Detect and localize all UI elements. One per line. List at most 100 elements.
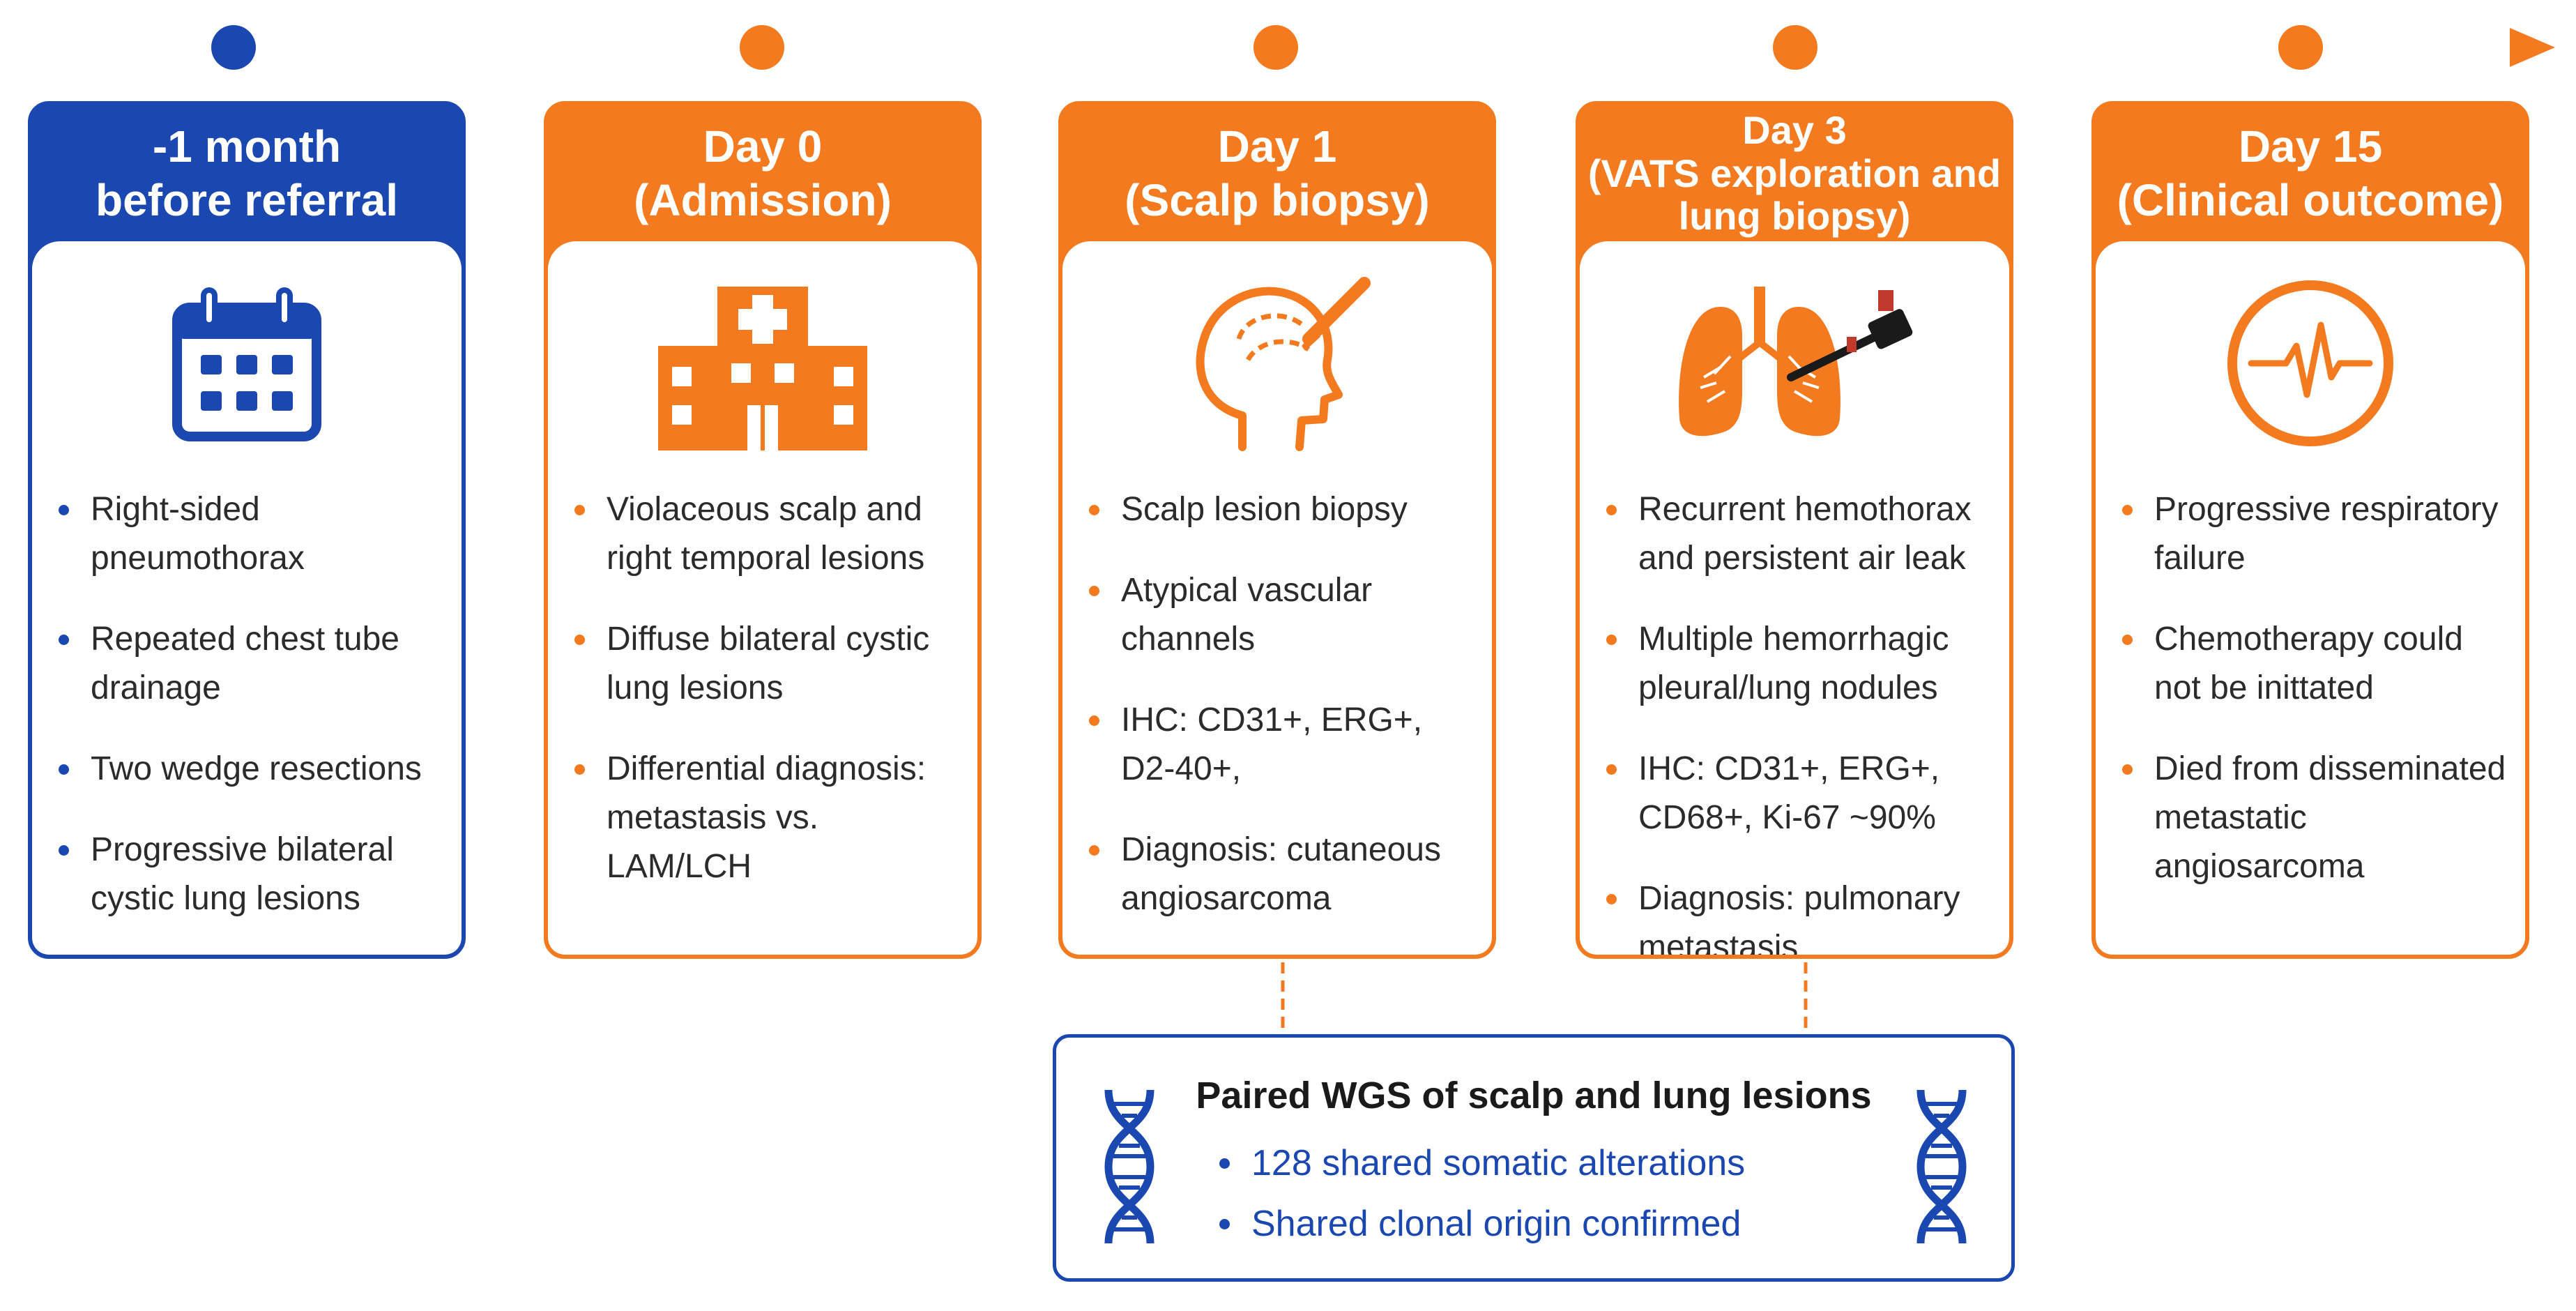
finding-text: Recurrent hemothorax and persistent air … xyxy=(1638,491,1972,577)
stage-header-text: Day 1 (Scalp biopsy) xyxy=(1125,121,1430,225)
bullet-icon xyxy=(1606,894,1617,904)
finding-text: Progressive bilateral cystic lung lesion… xyxy=(91,831,394,917)
heartbeat-icon xyxy=(2227,280,2393,446)
finding-text: Differential diagnosis: metastasis vs. L… xyxy=(607,750,927,885)
bullet-icon xyxy=(574,764,585,775)
bullet-icon xyxy=(1089,715,1099,726)
stage-header: Day 1 (Scalp biopsy) xyxy=(1062,105,1492,241)
bullet-icon xyxy=(1089,505,1099,515)
finding-item: Multiple hemorrhagic pleural/lung nodule… xyxy=(1601,615,1999,713)
finding-item: Differential diagnosis: metastasis vs. L… xyxy=(569,745,967,891)
bullet-icon xyxy=(2122,764,2133,775)
stage-body: Right-sided pneumothorax Repeated chest … xyxy=(32,241,462,955)
lungs-thoracoscope-icon xyxy=(1679,287,1913,437)
finding-item: IHC: CD31+, ERG+, D2-40+, xyxy=(1083,696,1481,794)
stage-findings-list: Violaceous scalp and right temporal lesi… xyxy=(569,485,967,923)
bullet-icon xyxy=(1606,635,1617,645)
bullet-icon xyxy=(1606,764,1617,775)
stage-card-day-0: Day 0 (Admission) Violaceous scalp and r… xyxy=(544,101,982,959)
stage-findings-list: Scalp lesion biopsy Atypical vascular ch… xyxy=(1083,485,1481,955)
wgs-finding-item: Shared clonal origin confirmed xyxy=(1210,1203,1745,1245)
stage-card-day-3: Day 3 (VATS exploration and lung biopsy)… xyxy=(1576,101,2013,959)
finding-item: Progressive bilateral cystic lung lesion… xyxy=(53,826,451,923)
timeline-node xyxy=(1253,25,1298,70)
hospital-icon xyxy=(658,287,867,450)
finding-item: Progressive respiratory failure xyxy=(2117,485,2515,583)
stage-findings-list: Recurrent hemothorax and persistent air … xyxy=(1601,485,1999,959)
stage-findings-list: Right-sided pneumothorax Repeated chest … xyxy=(53,485,451,955)
stage-header: Day 0 (Admission) xyxy=(548,105,977,241)
dna-icon xyxy=(1916,1089,1967,1244)
wgs-findings-list: 128 shared somatic alterations Shared cl… xyxy=(1210,1142,1745,1264)
bullet-icon xyxy=(2122,505,2133,515)
stage-header: Day 3 (VATS exploration and lung biopsy) xyxy=(1580,105,2009,241)
finding-item: Chemotherapy could not be inittated xyxy=(2117,615,2515,713)
bullet-icon xyxy=(59,505,69,515)
stage-header-text: -1 month before referral xyxy=(96,121,398,225)
wgs-title: Paired WGS of scalp and lung lesions xyxy=(1196,1075,1872,1116)
stage-card-day-15: Day 15 (Clinical outcome) Progressive re… xyxy=(2091,101,2529,959)
stage-header: Day 15 (Clinical outcome) xyxy=(2096,105,2525,241)
wgs-finding-text: 128 shared somatic alterations xyxy=(1251,1143,1746,1183)
bullet-icon xyxy=(1089,845,1099,856)
finding-text: Atypical vascular channels xyxy=(1121,572,1373,658)
stage-body: Progressive respiratory failure Chemothe… xyxy=(2096,241,2525,955)
wgs-summary-box: Paired WGS of scalp and lung lesions 128… xyxy=(1053,1034,2015,1282)
finding-item: Repeated chest tube drainage xyxy=(53,615,451,713)
bullet-icon xyxy=(59,845,69,856)
finding-item: Scalp lesion biopsy xyxy=(1083,485,1481,534)
wgs-finding-item: 128 shared somatic alterations xyxy=(1210,1142,1745,1184)
finding-text: Diagnosis: cutaneous angiosarcoma xyxy=(1121,831,1441,917)
finding-item: Right-sided pneumothorax xyxy=(53,485,451,583)
bullet-icon xyxy=(2122,635,2133,645)
bullet-icon xyxy=(1606,505,1617,515)
finding-text: Chemotherapy could not be inittated xyxy=(2154,621,2463,706)
stage-body: Recurrent hemothorax and persistent air … xyxy=(1580,241,2009,955)
finding-text: Multiple hemorrhagic pleural/lung nodule… xyxy=(1638,621,1949,706)
bullet-icon xyxy=(574,635,585,645)
timeline-node xyxy=(2278,25,2323,70)
stage-header-text: Day 0 (Admission) xyxy=(634,121,892,225)
wgs-finding-text: Shared clonal origin confirmed xyxy=(1251,1204,1742,1244)
stage-header: -1 month before referral xyxy=(32,105,462,241)
finding-text: Right-sided pneumothorax xyxy=(91,491,305,577)
stage-card-before-referral: -1 month before referral Right-sided pne… xyxy=(28,101,466,959)
finding-text: Violaceous scalp and right temporal lesi… xyxy=(607,491,925,577)
bullet-icon xyxy=(1089,586,1099,596)
bullet-icon xyxy=(59,635,69,645)
timeline-arrowhead xyxy=(2510,28,2555,67)
finding-item: Atypical vascular channels xyxy=(1083,566,1481,664)
finding-item: Diagnosis: pulmonary metastasis xyxy=(1601,874,1999,959)
finding-text: IHC: CD31+, ERG+, CD68+, Ki-67 ~90% xyxy=(1638,750,1940,836)
dna-icon xyxy=(1104,1089,1154,1244)
finding-text: Repeated chest tube drainage xyxy=(91,621,399,706)
bullet-icon xyxy=(1219,1158,1230,1169)
finding-text: Diffuse bilateral cystic lung lesions xyxy=(607,621,930,706)
finding-text: Progressive respiratory failure xyxy=(2154,491,2499,577)
stage-card-day-1: Day 1 (Scalp biopsy) Scalp lesion biopsy… xyxy=(1058,101,1496,959)
finding-item: Diagnosis: cutaneous angiosarcoma xyxy=(1083,826,1481,923)
calendar-icon xyxy=(172,287,321,441)
stage-header-text: Day 3 (VATS exploration and lung biopsy) xyxy=(1587,108,2002,238)
finding-item: IHC: CD31+, ERG+, CD68+, Ki-67 ~90% xyxy=(1601,745,1999,842)
bullet-icon xyxy=(1219,1219,1230,1229)
timeline-node xyxy=(1773,25,1817,70)
finding-item: Violaceous scalp and right temporal lesi… xyxy=(569,485,967,583)
head-scalpel-icon xyxy=(1196,277,1371,451)
stage-body: Scalp lesion biopsy Atypical vascular ch… xyxy=(1062,241,1492,955)
finding-text: IHC: CD31+, ERG+, D2-40+, xyxy=(1121,702,1423,787)
finding-item: Died from disseminated metastatic angios… xyxy=(2117,745,2515,891)
timeline-node xyxy=(211,25,256,70)
finding-text: Diagnosis: pulmonary metastasis xyxy=(1638,880,1960,959)
finding-item: Recurrent hemothorax and persistent air … xyxy=(1601,485,1999,583)
finding-item: Diffuse bilateral cystic lung lesions xyxy=(569,615,967,713)
finding-text: Two wedge resections xyxy=(91,750,422,787)
stage-body: Violaceous scalp and right temporal lesi… xyxy=(548,241,977,955)
finding-text: Died from disseminated metastatic angios… xyxy=(2154,750,2506,885)
timeline-node xyxy=(740,25,784,70)
finding-text: Scalp lesion biopsy xyxy=(1121,491,1408,528)
bullet-icon xyxy=(574,505,585,515)
bullet-icon xyxy=(59,764,69,775)
stage-findings-list: Progressive respiratory failure Chemothe… xyxy=(2117,485,2515,923)
